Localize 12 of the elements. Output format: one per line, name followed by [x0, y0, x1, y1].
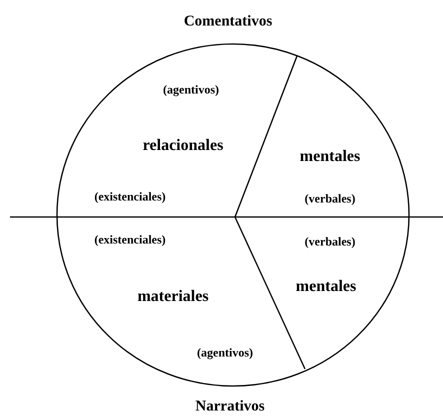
category-label: relacionales [142, 137, 224, 155]
category-label: materiales [137, 288, 209, 306]
section-heading: Comentativos [184, 14, 272, 30]
category-label: (verbales) [304, 192, 356, 206]
category-label: (verbales) [304, 234, 356, 250]
section-heading: Narrativos [195, 398, 265, 416]
category-label: (existenciales) [94, 190, 166, 204]
category-label: (agentivos) [197, 346, 253, 360]
category-label: mentales [300, 148, 360, 166]
category-label: (agentivos) [163, 82, 219, 98]
category-label: mentales [296, 278, 356, 296]
category-label: (existenciales) [94, 232, 166, 248]
